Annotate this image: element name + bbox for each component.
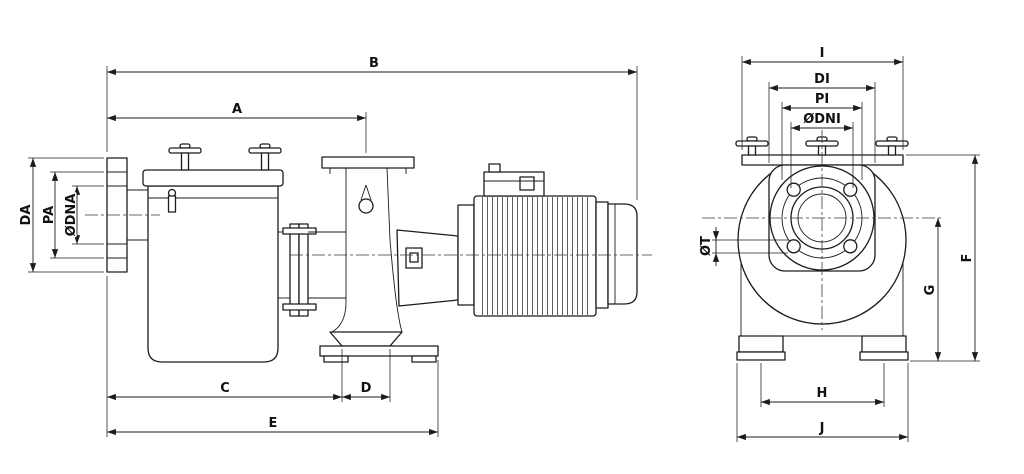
dim-label-PI: PI: [815, 92, 829, 107]
bolt-hole: [843, 239, 858, 254]
motor: [457, 163, 638, 317]
dim-label-A: A: [232, 102, 242, 117]
pot-handle: [167, 188, 177, 213]
cable-gland: [488, 163, 501, 173]
vent-plug: [358, 198, 374, 214]
fan-cover: [607, 203, 638, 305]
dim-label-E: E: [269, 416, 278, 431]
front-view: I DI PI ØDNI ØT: [698, 45, 980, 442]
bolt-hole: [786, 182, 801, 197]
terminal-box: [483, 163, 545, 197]
dim-label-J: J: [819, 421, 825, 436]
bolt-hole: [843, 182, 858, 197]
dim-DI: DI: [769, 71, 875, 92]
dim-F: F: [959, 155, 979, 361]
thumb-screw: [735, 136, 769, 156]
dimensions-side: B A DA PA ØDNA C: [18, 55, 638, 437]
base-plate: [319, 345, 439, 357]
dim-label-I: I: [820, 46, 825, 61]
dim-G: G: [922, 218, 942, 361]
top-plate: [741, 154, 904, 166]
dim-label-B: B: [369, 56, 379, 71]
thumb-screw: [875, 136, 909, 156]
pump-casing: [319, 156, 439, 363]
dim-label-DI: DI: [814, 72, 830, 87]
dim-label-G: G: [923, 285, 938, 296]
dim-DNA: ØDNA: [63, 186, 81, 244]
dim-label-C: C: [220, 381, 230, 396]
foot-pad: [411, 355, 437, 363]
strainer-lid: [142, 169, 284, 187]
strainer-pot: [142, 143, 284, 363]
dim-label-H: H: [817, 386, 828, 401]
dim-label-D: D: [361, 381, 372, 396]
foot-right: [859, 335, 909, 361]
dim-DA: DA: [18, 158, 37, 272]
thumb-screw: [248, 143, 282, 171]
dim-label-DA: DA: [19, 205, 34, 226]
dim-H: H: [761, 385, 884, 406]
dim-I: I: [742, 45, 903, 66]
discharge-flange: [321, 156, 415, 169]
bolt-hole: [786, 239, 801, 254]
dim-PA: PA: [41, 172, 59, 258]
dim-label-DNA: ØDNA: [64, 194, 79, 237]
foot-pad: [323, 355, 349, 363]
thumb-screw: [168, 143, 202, 171]
motor-fins: [478, 197, 592, 315]
dim-C: C: [107, 380, 342, 401]
dim-label-T: ØT: [699, 236, 714, 256]
dim-T: ØT: [698, 227, 788, 266]
dim-D: D: [342, 380, 390, 401]
dim-B: B: [107, 55, 637, 76]
flange-bolt: [282, 227, 317, 235]
side-view: B A DA PA ØDNA C: [18, 55, 652, 437]
pipe-flange-joint: [278, 223, 346, 317]
dim-label-DNI: ØDNI: [803, 112, 841, 127]
dim-label-F: F: [960, 254, 975, 263]
dim-PI: PI: [782, 91, 862, 112]
dimensions-front: I DI PI ØDNI ØT: [698, 45, 980, 442]
dim-J: J: [737, 420, 908, 441]
casing-foot: [329, 331, 403, 347]
dim-E: E: [107, 415, 438, 436]
foot-left: [736, 335, 786, 361]
dim-A: A: [107, 101, 366, 122]
flange-bolt: [282, 303, 317, 311]
strainer-pot-body: [147, 185, 279, 363]
dim-DNI: ØDNI: [791, 111, 853, 132]
bearing-adapter: [396, 229, 459, 307]
dim-label-PA: PA: [42, 206, 57, 224]
